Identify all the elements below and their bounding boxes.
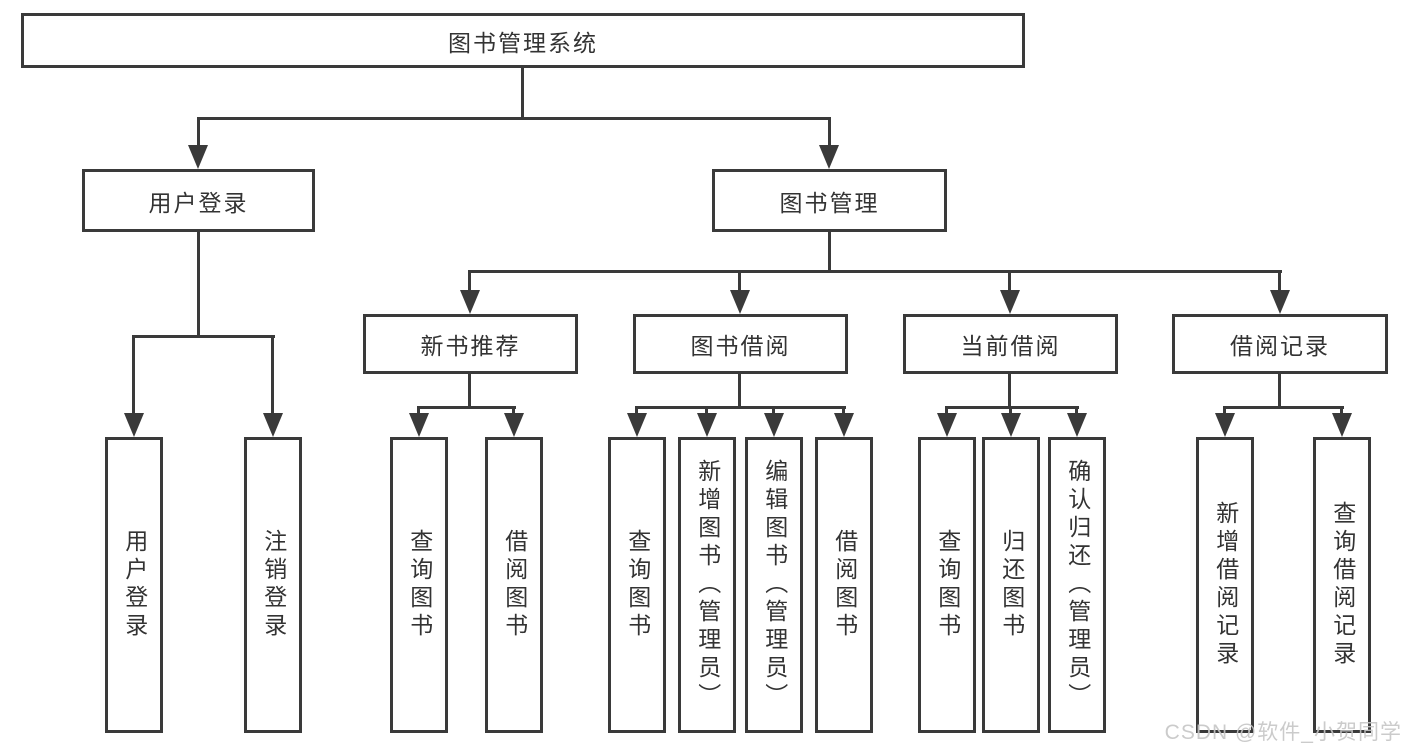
leaf-borrow-books-newbook: 借阅图书: [485, 437, 543, 733]
connector-line: [738, 270, 741, 296]
connector-line: [1008, 270, 1011, 296]
leaf-label: 编辑图书（管理员）: [761, 459, 788, 711]
leaf-return-books: 归还图书: [982, 437, 1040, 733]
connector-line: [1223, 406, 1226, 416]
leaf-label: 确认归还（管理员）: [1064, 459, 1091, 711]
node-book-borrowing: 图书借阅: [633, 314, 848, 374]
node-label: 图书借阅: [690, 333, 791, 359]
leaf-user-login: 用户登录: [105, 437, 163, 733]
arrowhead-down-icon: [819, 145, 839, 169]
node-label: 新书推荐: [420, 333, 521, 359]
connector-line: [635, 406, 846, 409]
leaf-query-books-newbook: 查询图书: [390, 437, 448, 733]
connector-line: [521, 68, 524, 120]
connector-line: [271, 335, 274, 417]
connector-line: [738, 374, 741, 408]
connector-line: [635, 406, 638, 416]
leaf-label: 归还图书: [998, 529, 1025, 641]
leaf-label: 查询图书: [406, 529, 433, 641]
connector-line: [772, 406, 775, 416]
arrowhead-down-icon: [460, 290, 480, 314]
arrowhead-down-icon: [504, 413, 524, 437]
leaf-label: 借阅图书: [831, 529, 858, 641]
leaf-label: 查询图书: [934, 529, 961, 641]
connector-line: [1223, 406, 1344, 409]
connector-line: [197, 117, 831, 120]
connector-line: [417, 406, 420, 416]
node-label: 图书管理系统: [448, 29, 598, 56]
connector-line: [468, 270, 471, 296]
arrowhead-down-icon: [834, 413, 854, 437]
node-label: 借阅记录: [1230, 333, 1330, 359]
leaf-label: 查询图书: [624, 529, 651, 641]
leaf-label: 新增图书（管理员）: [694, 459, 721, 711]
connector-line: [828, 232, 831, 272]
connector-line: [197, 232, 200, 337]
node-new-book-recommendation: 新书推荐: [363, 314, 578, 374]
arrowhead-down-icon: [627, 413, 647, 437]
leaf-query-borrow-record: 查询借阅记录: [1313, 437, 1371, 733]
leaf-logout: 注销登录: [244, 437, 302, 733]
arrowhead-down-icon: [1001, 413, 1021, 437]
leaf-add-books-admin: 新增图书（管理员）: [678, 437, 736, 733]
arrowhead-down-icon: [1067, 413, 1087, 437]
node-current-borrowing: 当前借阅: [903, 314, 1118, 374]
arrowhead-down-icon: [1332, 413, 1352, 437]
connector-line: [1340, 406, 1343, 416]
leaf-label: 注销登录: [260, 529, 287, 641]
node-library-management-system: 图书管理系统: [21, 13, 1025, 68]
leaf-query-books-borrowing: 查询图书: [608, 437, 666, 733]
node-label: 当前借阅: [960, 333, 1061, 359]
arrowhead-down-icon: [937, 413, 957, 437]
connector-line: [417, 406, 516, 409]
leaf-query-books-current: 查询图书: [918, 437, 976, 733]
connector-line: [945, 406, 948, 416]
node-label: 用户登录: [148, 189, 249, 216]
csdn-watermark: CSDN @软件_小贺同学: [1164, 721, 1402, 744]
node-label: 图书管理: [779, 189, 880, 216]
node-book-management: 图书管理: [712, 169, 947, 232]
connector-line: [1008, 374, 1011, 408]
arrowhead-down-icon: [409, 413, 429, 437]
node-borrowing-records: 借阅记录: [1172, 314, 1388, 374]
leaf-label: 新增借阅记录: [1212, 501, 1239, 669]
leaf-confirm-return-admin: 确认归还（管理员）: [1048, 437, 1106, 733]
leaf-label: 查询借阅记录: [1329, 501, 1356, 669]
leaf-add-borrow-record: 新增借阅记录: [1196, 437, 1254, 733]
leaf-label: 用户登录: [121, 529, 148, 641]
connector-line: [828, 117, 831, 151]
arrowhead-down-icon: [124, 413, 144, 437]
node-user-login: 用户登录: [82, 169, 315, 232]
arrowhead-down-icon: [1215, 413, 1235, 437]
leaf-edit-books-admin: 编辑图书（管理员）: [745, 437, 803, 733]
connector-line: [132, 335, 135, 417]
connector-line: [468, 374, 471, 408]
connector-line: [132, 335, 275, 338]
arrowhead-down-icon: [188, 145, 208, 169]
connector-line: [468, 270, 1282, 273]
arrowhead-down-icon: [764, 413, 784, 437]
connector-line: [1278, 374, 1281, 408]
arrowhead-down-icon: [1270, 290, 1290, 314]
connector-line: [1075, 406, 1078, 416]
connector-line: [1009, 406, 1012, 416]
leaf-borrow-books-borrowing: 借阅图书: [815, 437, 873, 733]
connector-line: [197, 117, 200, 151]
arrowhead-down-icon: [1000, 290, 1020, 314]
connector-line: [945, 406, 1079, 409]
arrowhead-down-icon: [730, 290, 750, 314]
leaf-label: 借阅图书: [501, 529, 528, 641]
connector-line: [705, 406, 708, 416]
arrowhead-down-icon: [263, 413, 283, 437]
connector-line: [842, 406, 845, 416]
connector-line: [512, 406, 515, 416]
connector-line: [1278, 270, 1281, 296]
arrowhead-down-icon: [697, 413, 717, 437]
